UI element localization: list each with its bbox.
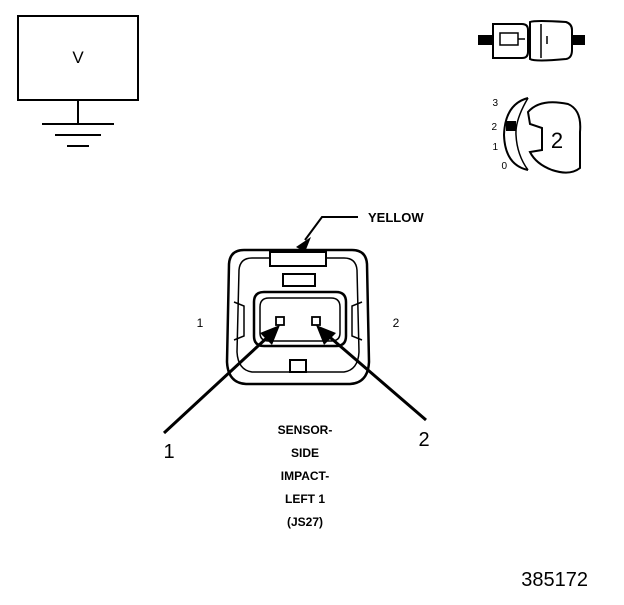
scale-label-1: 1 [492,142,498,153]
ground-symbol [42,100,114,147]
callout-arrow-2 [316,325,427,422]
caption-line-1: SENSOR- [278,423,333,437]
color-leader [296,216,358,252]
terminal-label-2: 2 [393,316,400,330]
voltmeter-label: V [72,48,84,67]
position-indicator: 3 2 1 0 2 [491,97,582,174]
callout-arrow-1 [162,325,280,435]
callout-label-2: 2 [418,429,429,451]
caption-line-4: LEFT 1 [285,492,325,506]
terminal-1-cavity [275,316,285,326]
caption-line-2: SIDE [291,446,319,460]
caption-line-3: IMPACT- [281,469,329,483]
connector-face [225,248,371,386]
caption-line-5: (JS27) [287,515,323,529]
terminal-2-cavity [311,316,321,326]
scale-label-3: 3 [492,98,498,109]
callout-label-1: 1 [163,441,174,463]
scale-label-0: 0 [501,161,507,172]
voltmeter-symbol: V [17,15,139,101]
figure-number: 385172 [521,569,588,591]
sensor-caption: SENSOR- SIDE IMPACT- LEFT 1 (JS27) [278,423,333,529]
terminal-label-1: 1 [197,316,204,330]
connector-pair-icon [478,20,585,62]
position-value: 2 [551,128,563,153]
connector-color-label: YELLOW [368,210,424,225]
scale-label-2: 2 [491,122,497,133]
